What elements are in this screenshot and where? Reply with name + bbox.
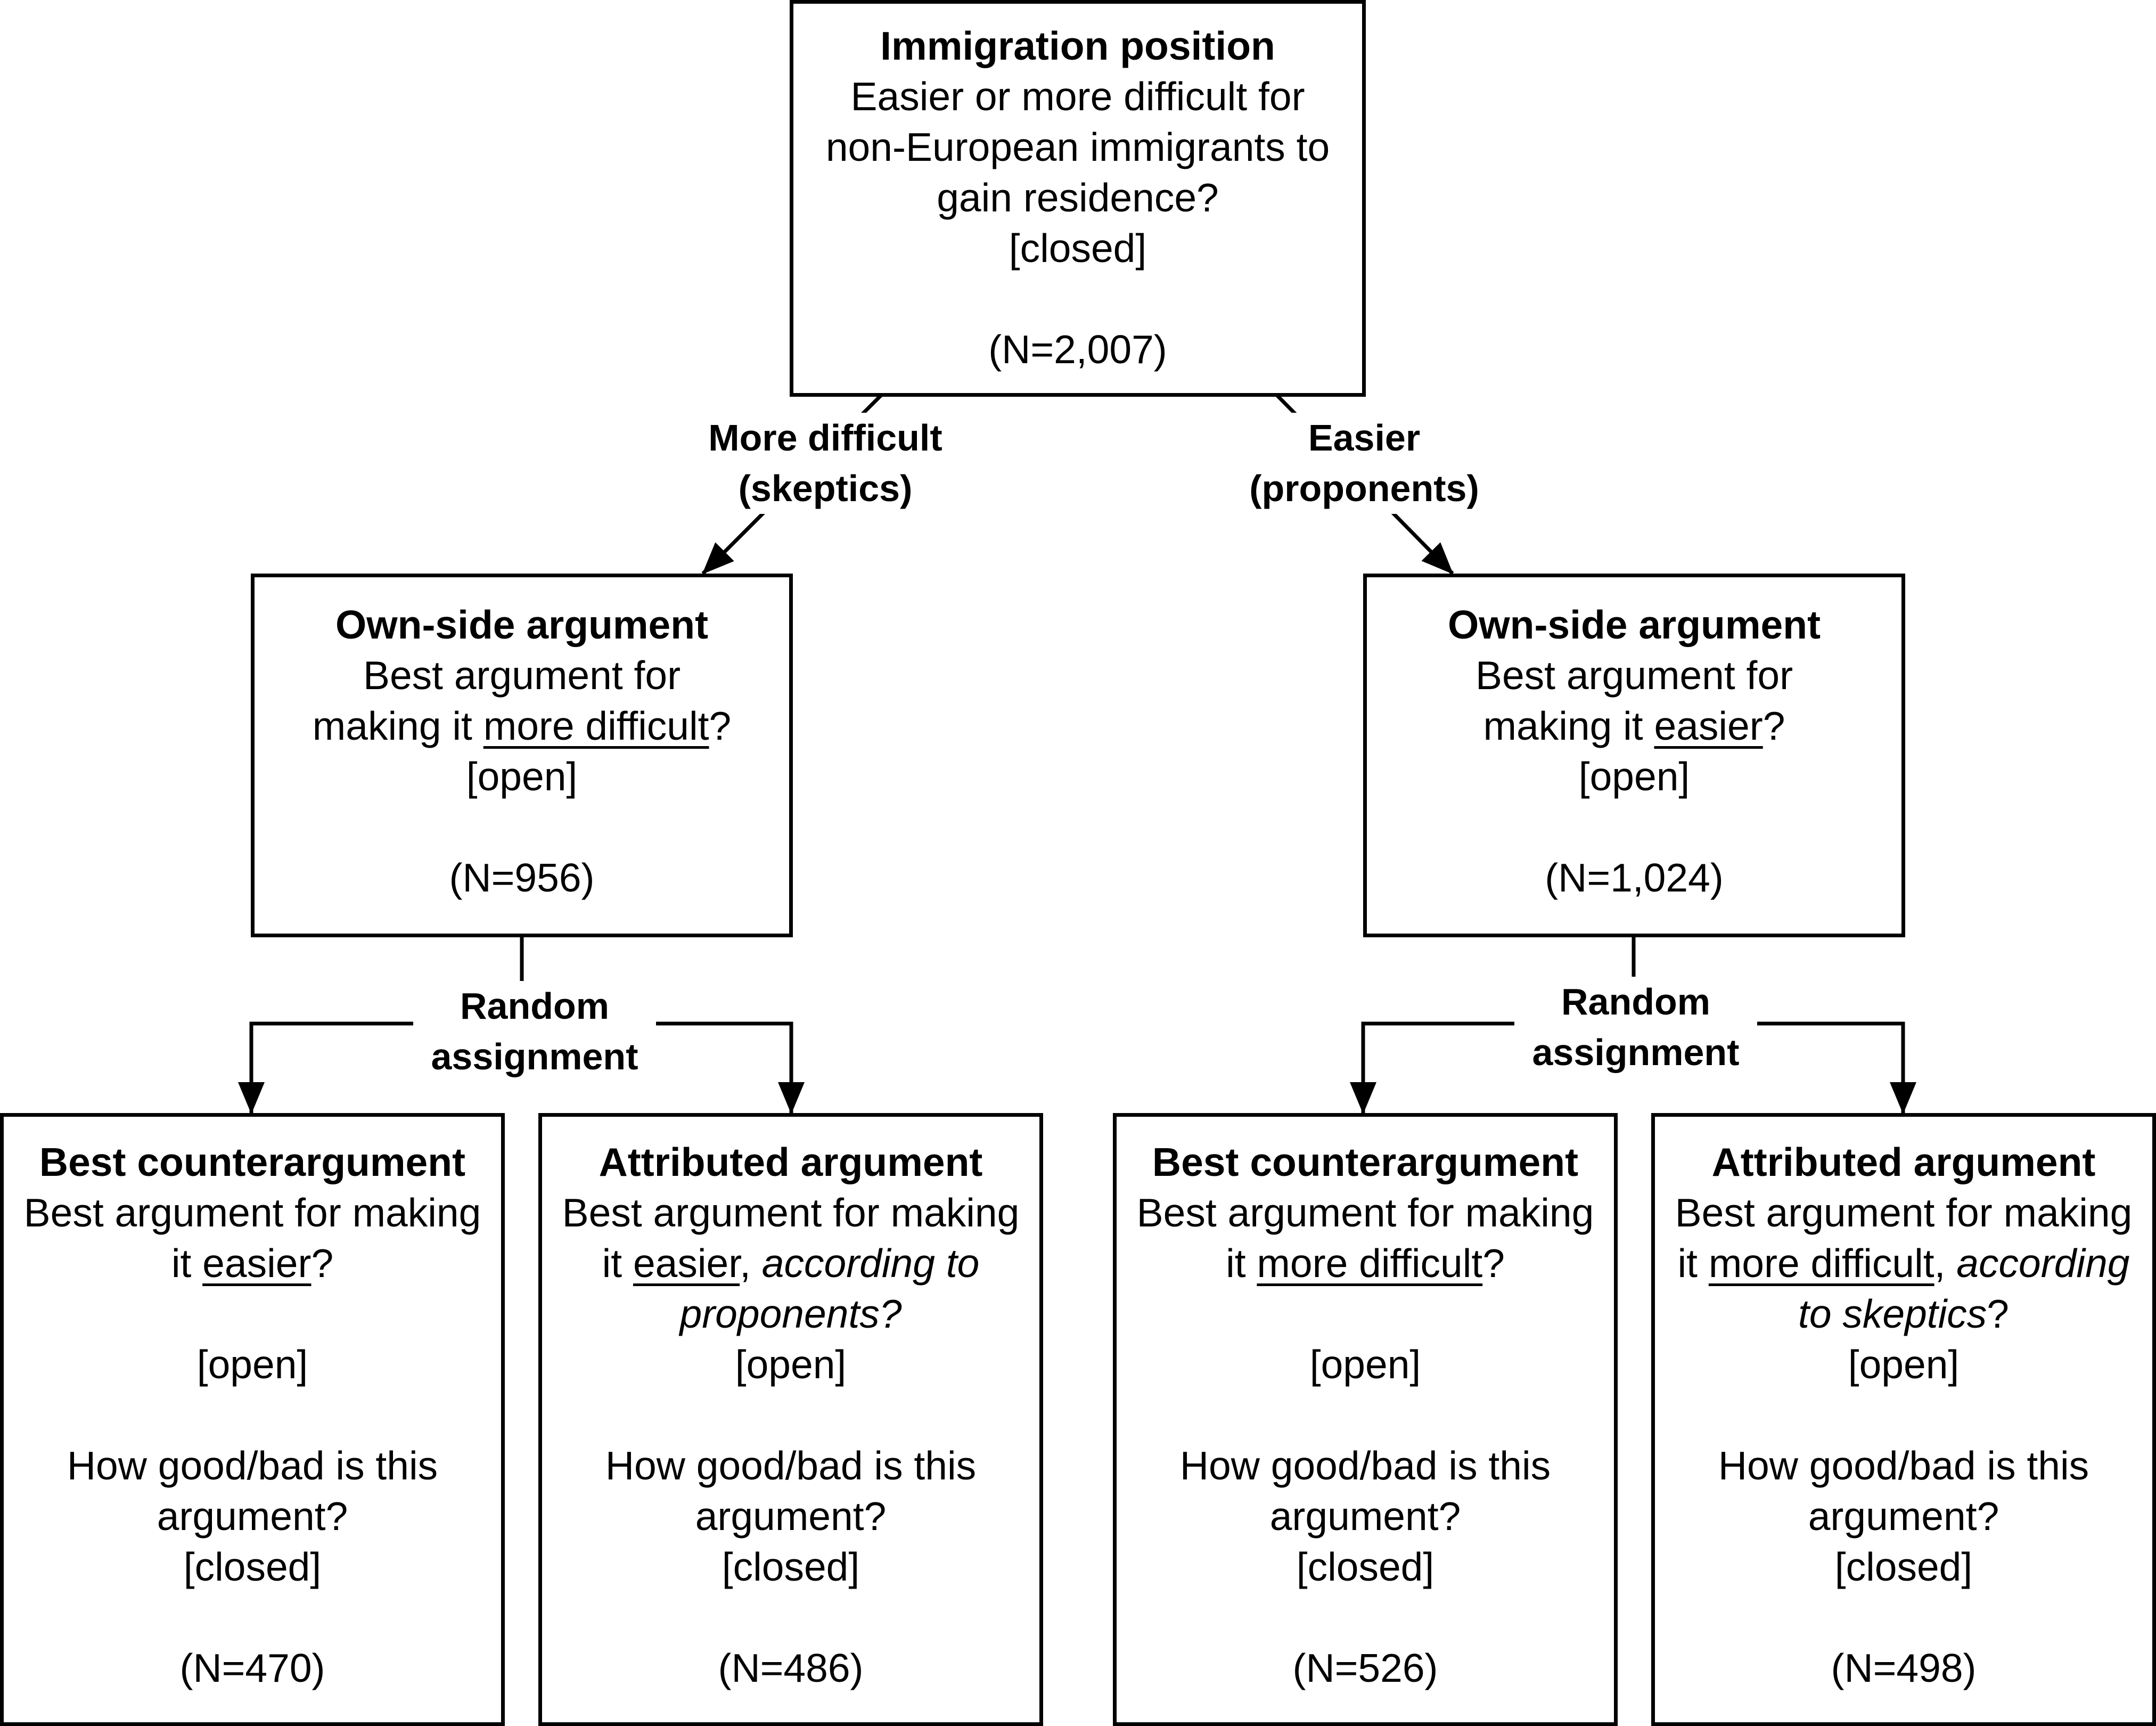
leaf1-question-line1: How good/bad is this [67, 1443, 438, 1488]
own-side-left-title: Own-side argument [335, 602, 709, 647]
leaf4-question-line1: How good/bad is this [1718, 1443, 2089, 1488]
own-side-left-pre: making it [312, 704, 483, 748]
leaf2-mid: , [740, 1241, 762, 1286]
leaf3-question-line2: argument? [1269, 1494, 1461, 1539]
own-side-right-line2: making it easier? [1367, 701, 1901, 751]
leaf2-line3: proponents? [679, 1291, 902, 1336]
leaf3-emph: more difficult [1257, 1241, 1483, 1286]
branch-label-more-difficult-line1: More difficult [708, 417, 942, 459]
leaf3-pre: it [1226, 1241, 1257, 1286]
leaf2-emph: easier [633, 1241, 740, 1286]
best-counterargument-right-box: Best counterargument Best argument for m… [1113, 1113, 1618, 1726]
leaf3-post: ? [1482, 1241, 1505, 1286]
random-assignment-label-right: Random assignment [1514, 977, 1757, 1078]
immigration-position-line2: non-European immigrants to [825, 125, 1330, 169]
own-side-left-emph: more difficult [483, 704, 709, 748]
branch-label-easier: Easier (proponents) [1216, 413, 1512, 514]
leaf1-line2: it easier? [4, 1238, 501, 1289]
own-side-right-post: ? [1762, 704, 1785, 748]
own-side-left-type: [open] [466, 754, 578, 799]
immigration-position-box: Immigration position Easier or more diff… [790, 0, 1366, 397]
leaf2-line2: it easier, according to [542, 1238, 1039, 1289]
leaf3-line1: Best argument for making [1136, 1190, 1594, 1235]
leaf1-post: ? [311, 1241, 334, 1286]
branch-label-more-difficult: More difficult (skeptics) [677, 413, 973, 514]
own-side-left-line1: Best argument for [363, 653, 681, 698]
leaf1-emph: easier [202, 1241, 311, 1286]
leaf1-n: (N=470) [179, 1646, 325, 1690]
leaf2-question-line1: How good/bad is this [605, 1443, 977, 1488]
immigration-position-title: Immigration position [880, 23, 1275, 68]
immigration-position-n: (N=2,007) [988, 327, 1167, 372]
leaf4-pre: it [1677, 1241, 1709, 1286]
leaf1-line1: Best argument for making [23, 1190, 481, 1235]
branch-label-more-difficult-line2: (skeptics) [738, 468, 913, 509]
leaf4-question-line2: argument? [1808, 1494, 1999, 1539]
own-side-right-n: (N=1,024) [1545, 855, 1724, 900]
best-counterargument-left-box: Best counterargument Best argument for m… [0, 1113, 505, 1726]
own-side-right-title: Own-side argument [1447, 602, 1821, 647]
leaf4-line2: it more difficult, according [1655, 1238, 2152, 1289]
leaf3-n: (N=526) [1292, 1646, 1438, 1690]
leaf4-n: (N=498) [1831, 1646, 1977, 1690]
leaf2-pre: it [602, 1241, 633, 1286]
leaf4-line3: to skeptics? [1655, 1289, 2152, 1339]
own-side-right-box: Own-side argument Best argument for maki… [1363, 574, 1905, 937]
own-side-left-post: ? [709, 704, 732, 748]
random-assignment-label-left: Random assignment [413, 981, 656, 1082]
leaf2-title: Attributed argument [599, 1140, 983, 1184]
leaf4-mid: , [1934, 1241, 1957, 1286]
leaf4-line1: Best argument for making [1675, 1190, 2133, 1235]
leaf4-ital2: to skeptics [1798, 1291, 1987, 1336]
own-side-right-pre: making it [1483, 704, 1654, 748]
attributed-argument-right-box: Attributed argument Best argument for ma… [1651, 1113, 2156, 1726]
own-side-left-n: (N=956) [449, 855, 595, 900]
leaf3-type-open: [open] [1309, 1342, 1421, 1387]
leaf4-ital1: according [1956, 1241, 2130, 1286]
random-assignment-right-line1: Random [1561, 981, 1710, 1022]
leaf4-title: Attributed argument [1711, 1140, 2096, 1184]
leaf1-question-line2: argument? [157, 1494, 348, 1539]
leaf1-pre: it [171, 1241, 203, 1286]
attributed-argument-left-box: Attributed argument Best argument for ma… [538, 1113, 1043, 1726]
own-side-right-type: [open] [1578, 754, 1690, 799]
leaf2-line1: Best argument for making [562, 1190, 1020, 1235]
immigration-position-line3: gain residence? [937, 175, 1219, 220]
leaf4-post: ? [1987, 1291, 2010, 1336]
random-assignment-right-line2: assignment [1532, 1032, 1740, 1073]
own-side-left-box: Own-side argument Best argument for maki… [251, 574, 793, 937]
own-side-left-line2: making it more difficult? [255, 701, 789, 751]
leaf2-question-line2: argument? [695, 1494, 887, 1539]
leaf3-question-line1: How good/bad is this [1179, 1443, 1551, 1488]
own-side-right-emph: easier [1654, 704, 1763, 748]
random-assignment-left-line2: assignment [431, 1036, 638, 1077]
leaf1-type-closed: [closed] [183, 1544, 322, 1589]
leaf2-type-closed: [closed] [722, 1544, 860, 1589]
branch-label-easier-line2: (proponents) [1249, 468, 1479, 509]
leaf4-type-open: [open] [1848, 1342, 1960, 1387]
leaf3-type-closed: [closed] [1296, 1544, 1434, 1589]
immigration-position-line1: Easier or more difficult for [850, 74, 1305, 119]
leaf3-title: Best counterargument [1152, 1140, 1579, 1184]
leaf2-n: (N=486) [718, 1646, 864, 1690]
branch-label-easier-line1: Easier [1308, 417, 1421, 459]
leaf2-type-open: [open] [735, 1342, 847, 1387]
leaf3-line2: it more difficult? [1117, 1238, 1614, 1289]
leaf2-ital1: according to [761, 1241, 980, 1286]
immigration-position-type: [closed] [1009, 226, 1147, 271]
leaf4-type-closed: [closed] [1834, 1544, 1973, 1589]
leaf4-emph: more difficult [1708, 1241, 1934, 1286]
leaf1-title: Best counterargument [39, 1140, 466, 1184]
random-assignment-left-line1: Random [460, 985, 609, 1027]
leaf1-type-open: [open] [196, 1342, 308, 1387]
own-side-right-line1: Best argument for [1475, 653, 1793, 698]
